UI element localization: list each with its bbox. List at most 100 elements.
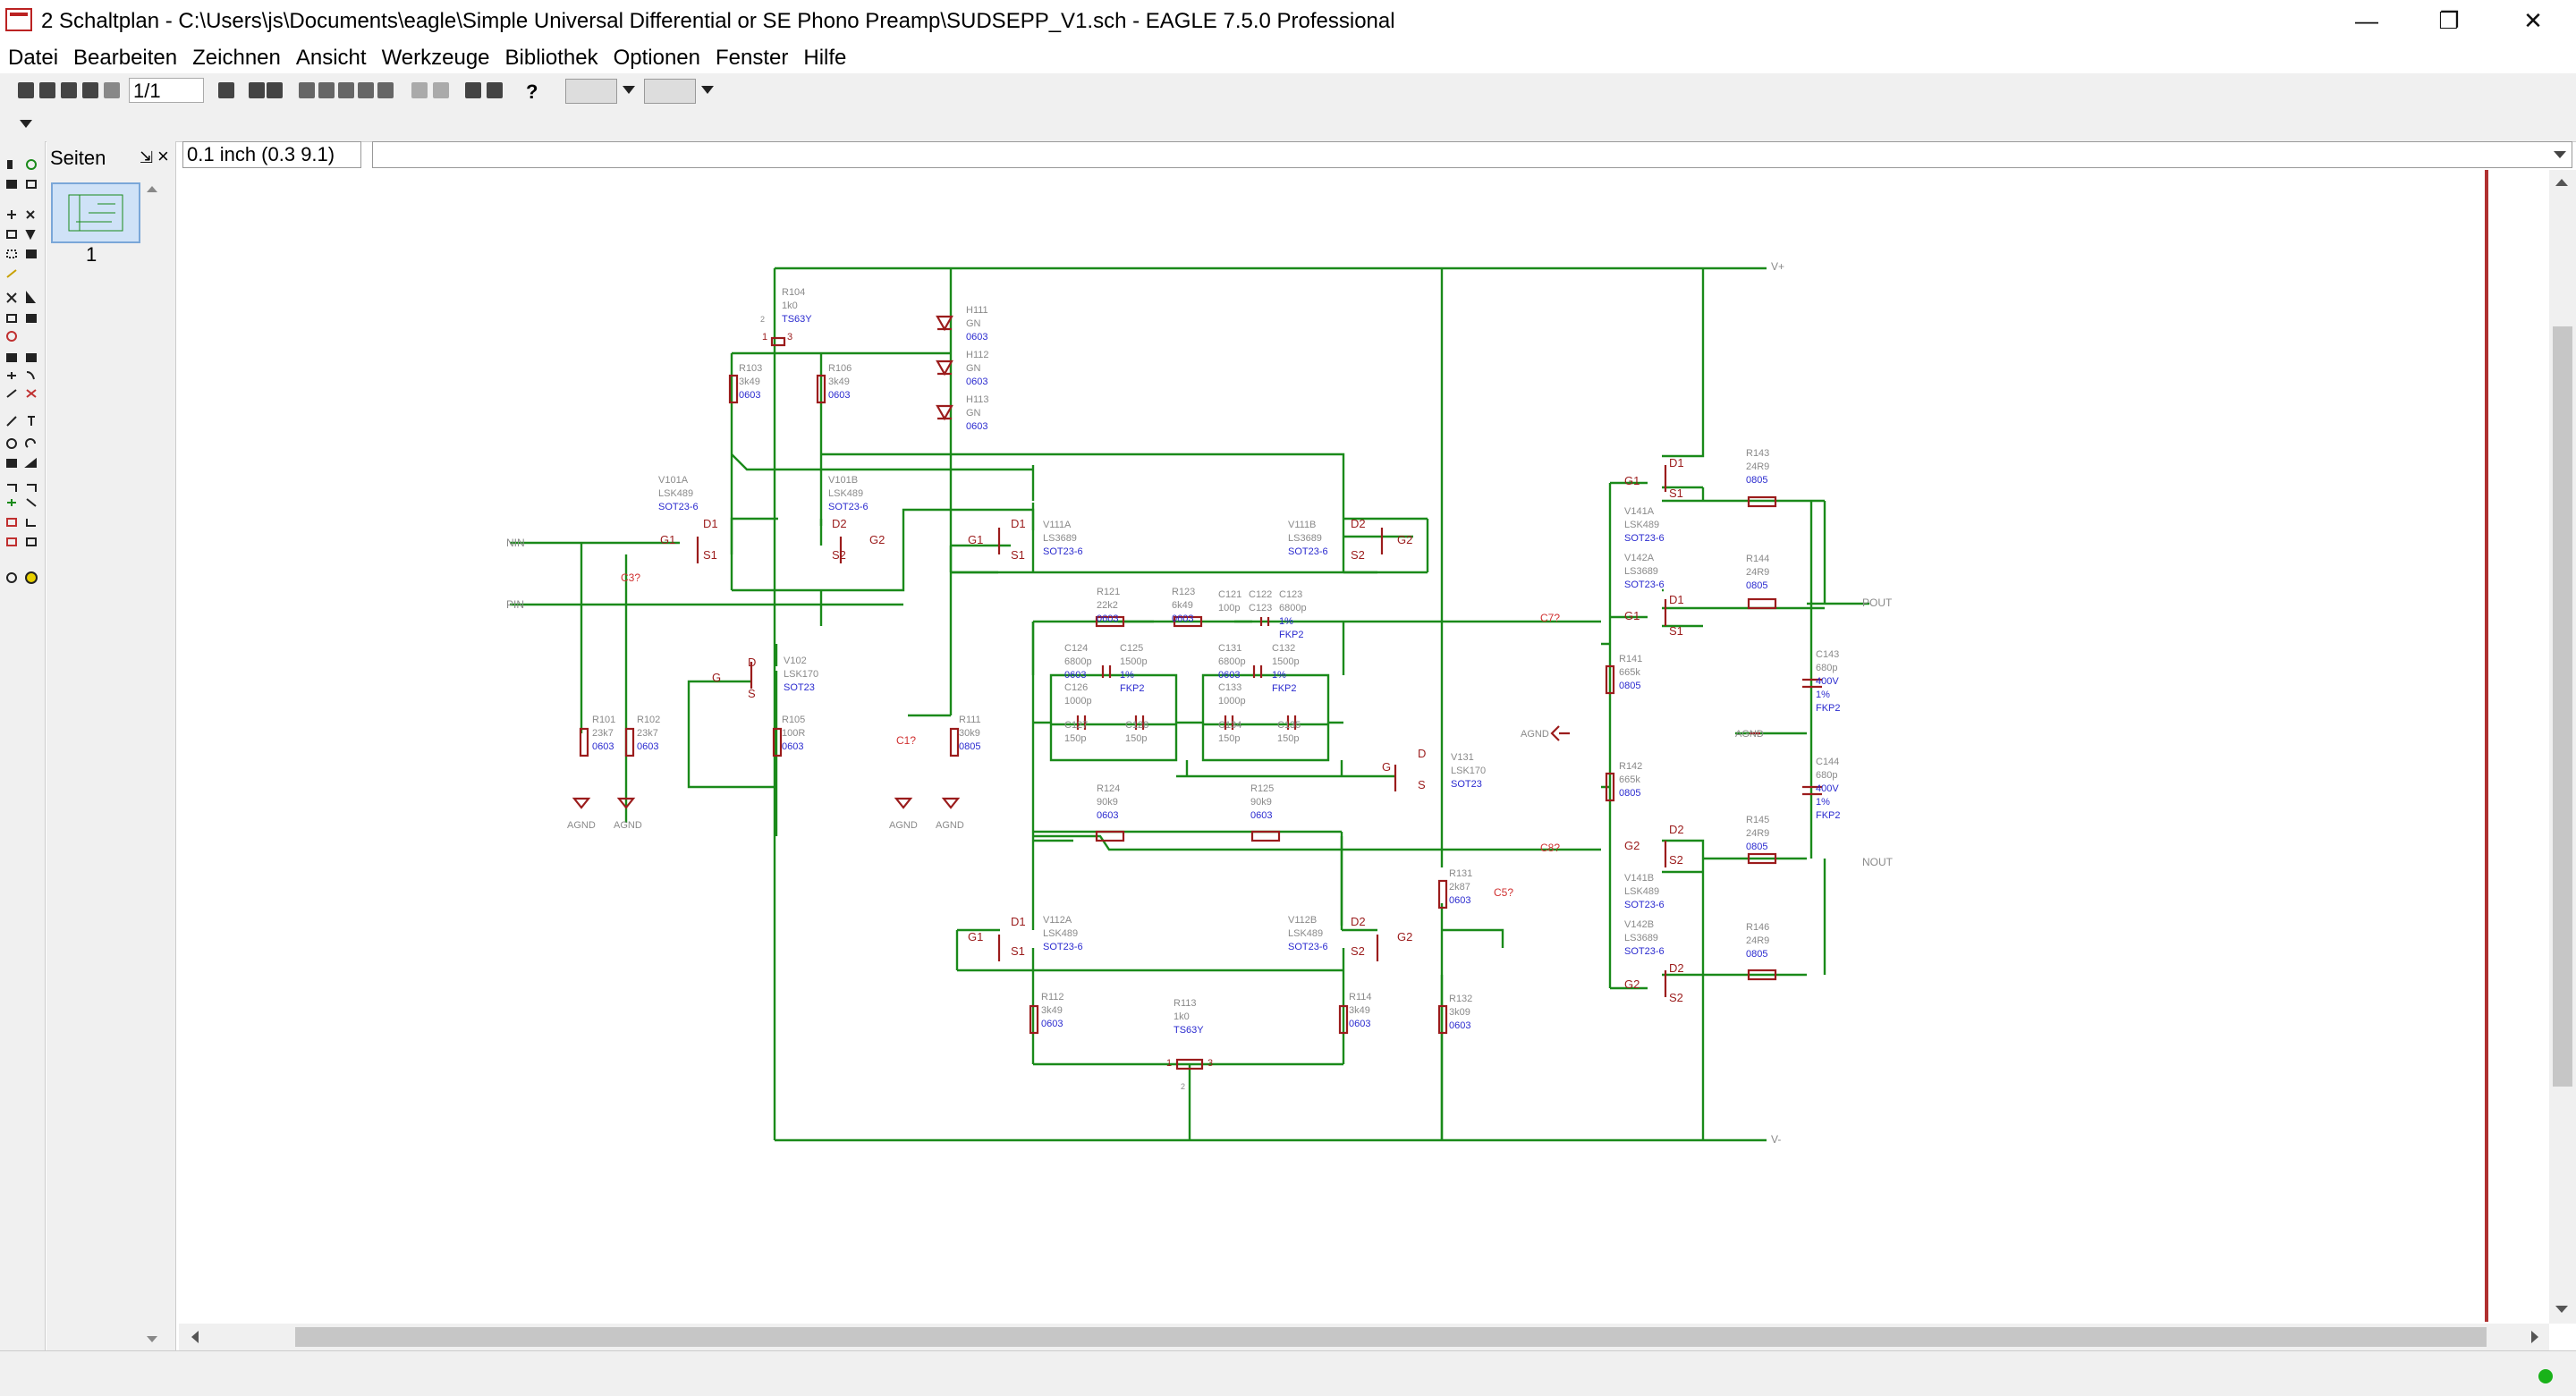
fet-pin-s2: S2 (832, 548, 846, 562)
part-r132-name: R132 (1449, 994, 1472, 1004)
zoom-in-icon[interactable] (318, 82, 335, 98)
zoom-out-icon[interactable] (338, 82, 354, 98)
go-icon[interactable] (487, 82, 503, 98)
part-v131-name: V131 (1451, 752, 1474, 763)
stop-icon[interactable] (465, 82, 481, 98)
part-c132-value: 1500p (1272, 656, 1300, 667)
chevron-down-icon[interactable] (147, 1336, 157, 1342)
fet-pin-d2: D2 (832, 517, 847, 530)
chevron-down-icon[interactable] (20, 120, 32, 128)
redo-icon[interactable] (433, 82, 449, 98)
zoom-select-icon[interactable] (377, 82, 394, 98)
pages-panel-title: Seiten (50, 147, 106, 169)
part-r125-name: R125 (1250, 783, 1274, 794)
part-v112b-value: LSK489 (1288, 928, 1323, 939)
attribute-icon (6, 518, 17, 527)
sheet-select[interactable]: 1/1 (129, 78, 204, 103)
output-fet-pin: D2 (1669, 961, 1684, 975)
menu-zeichnen[interactable]: Zeichnen (192, 46, 281, 70)
fet-pin-s1: S1 (1011, 548, 1025, 562)
print-icon[interactable] (61, 82, 77, 98)
chevron-left-icon[interactable] (191, 1331, 199, 1343)
part-c143-voltage: 400V (1816, 676, 1839, 687)
vertical-scrollbar[interactable] (2549, 170, 2576, 1324)
script-icon[interactable] (218, 82, 234, 98)
cam-icon[interactable] (82, 82, 98, 98)
board-switch-icon[interactable] (104, 82, 120, 98)
part-r104-value: 1k0 (782, 300, 798, 311)
schematic-drawing[interactable]: R1033k490603R1063k490603R10123k70603R102… (179, 170, 2549, 1324)
name-icon (6, 389, 17, 398)
chevron-down-icon[interactable] (2555, 1306, 2568, 1313)
menu-werkzeuge[interactable]: Werkzeuge (381, 46, 490, 70)
menu-bearbeiten[interactable]: Bearbeiten (73, 46, 178, 70)
restore-button[interactable]: ❐ (2438, 7, 2460, 34)
horizontal-scrollbar[interactable] (179, 1324, 2549, 1350)
part-v111b-value: LS3689 (1288, 533, 1322, 544)
open-icon[interactable] (18, 82, 34, 98)
part-v101b-package: SOT23-6 (828, 502, 869, 512)
redraw-icon[interactable] (358, 82, 374, 98)
menu-fenster[interactable]: Fenster (715, 46, 789, 70)
part-r132-package: 0603 (1449, 1020, 1470, 1031)
zoom-fit-icon[interactable] (299, 82, 315, 98)
part-r141-value: 665k (1619, 667, 1640, 678)
library-icon[interactable] (644, 79, 696, 104)
part-c144-tolerance: 1% (1816, 797, 1830, 808)
part-c125-name: C125 (1120, 643, 1143, 654)
part-c144-package: FKP2 (1816, 810, 1841, 821)
net-agnd: AGND (889, 820, 918, 831)
chevron-up-icon[interactable] (2555, 179, 2568, 186)
save-icon[interactable] (39, 82, 55, 98)
split-icon (6, 353, 17, 362)
design-link-icon[interactable] (565, 79, 617, 104)
output-fet-pin: D1 (1669, 456, 1684, 470)
cap-c8: C8? (1540, 842, 1560, 854)
part-v141b-package: SOT23-6 (1624, 900, 1665, 910)
menu-ansicht[interactable]: Ansicht (295, 46, 367, 70)
part-h112-package: 0603 (966, 376, 987, 387)
chevron-down-icon[interactable] (623, 86, 635, 94)
command-line-input[interactable] (372, 141, 2572, 168)
menu-bibliothek[interactable]: Bibliothek (504, 46, 598, 70)
help-icon[interactable]: ? (526, 80, 538, 103)
chevron-down-icon[interactable] (701, 86, 714, 94)
part-r143-value: 24R9 (1746, 461, 1769, 472)
part-c125-value: 1500p (1120, 656, 1148, 667)
page-thumbnail[interactable] (51, 182, 140, 243)
part-r146-package: 0805 (1746, 949, 1767, 960)
part-v111b-package: SOT23-6 (1288, 546, 1328, 557)
net-agnd: AGND (1521, 729, 1549, 740)
run-ulp-icon[interactable] (249, 82, 265, 98)
part-r131-name: R131 (1449, 868, 1472, 879)
horizontal-scroll-thumb[interactable] (295, 1327, 2487, 1347)
command-icons[interactable] (0, 141, 45, 588)
fet-pin-d2: D2 (1351, 517, 1366, 530)
close-button[interactable]: ✕ (2523, 7, 2543, 34)
undo-icon[interactable] (411, 82, 428, 98)
title-bar: 2 Schaltplan - C:\Users\js\Documents\eag… (0, 0, 2576, 43)
trimmer-pin: 1 (1166, 1058, 1172, 1069)
close-icon[interactable]: × (157, 145, 169, 167)
chevron-down-icon[interactable] (2554, 151, 2566, 158)
menu-optionen[interactable]: Optionen (613, 46, 700, 70)
minimize-button[interactable]: — (2355, 7, 2378, 34)
parameter-toolbar (0, 109, 2576, 142)
chevron-right-icon[interactable] (2531, 1331, 2538, 1343)
part-r132-value: 3k09 (1449, 1007, 1470, 1018)
part-r105-package: 0603 (782, 741, 803, 752)
pin-icon[interactable]: ⇲ (140, 148, 154, 166)
part-r145-name: R145 (1746, 815, 1769, 825)
chevron-up-icon[interactable] (147, 186, 157, 192)
vertical-scroll-thumb[interactable] (2553, 326, 2572, 1087)
main-toolbar: 1/1 ? (0, 73, 2576, 110)
value-icon (26, 389, 37, 398)
menu-hilfe[interactable]: Hilfe (803, 46, 847, 70)
part-c135-name: C135 (1277, 720, 1301, 731)
part-r142-value: 665k (1619, 774, 1640, 785)
info-icon (7, 160, 13, 169)
menu-datei[interactable]: Datei (8, 46, 59, 70)
ulp-icon[interactable] (267, 82, 283, 98)
eagle-app-icon[interactable] (5, 8, 32, 31)
